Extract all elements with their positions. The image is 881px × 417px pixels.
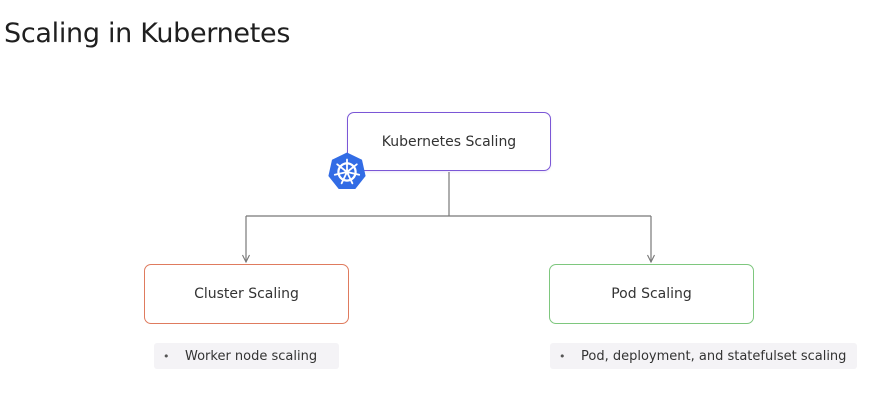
kubernetes-scaling-node: Kubernetes Scaling bbox=[347, 112, 551, 171]
kubernetes-scaling-label: Kubernetes Scaling bbox=[381, 133, 517, 150]
pod-scaling-note-text: Pod, deployment, and statefulset scaling bbox=[581, 348, 847, 364]
cluster-scaling-note-text: Worker node scaling bbox=[185, 348, 318, 364]
pod-scaling-note: • Pod, deployment, and statefulset scali… bbox=[550, 343, 857, 369]
arrowhead-pod bbox=[647, 254, 655, 264]
cluster-scaling-note: • Worker node scaling bbox=[154, 343, 339, 369]
bullet-point: • bbox=[559, 349, 566, 363]
bullet-point: • bbox=[163, 349, 170, 363]
arrowhead-cluster bbox=[242, 254, 250, 264]
kubernetes-helm-icon bbox=[327, 151, 367, 191]
cluster-scaling-node: Cluster Scaling bbox=[144, 264, 349, 324]
pod-scaling-label: Pod Scaling bbox=[611, 286, 692, 302]
cluster-scaling-label: Cluster Scaling bbox=[194, 286, 299, 302]
pod-scaling-node: Pod Scaling bbox=[549, 264, 754, 324]
page-title: Scaling in Kubernetes bbox=[4, 18, 291, 49]
